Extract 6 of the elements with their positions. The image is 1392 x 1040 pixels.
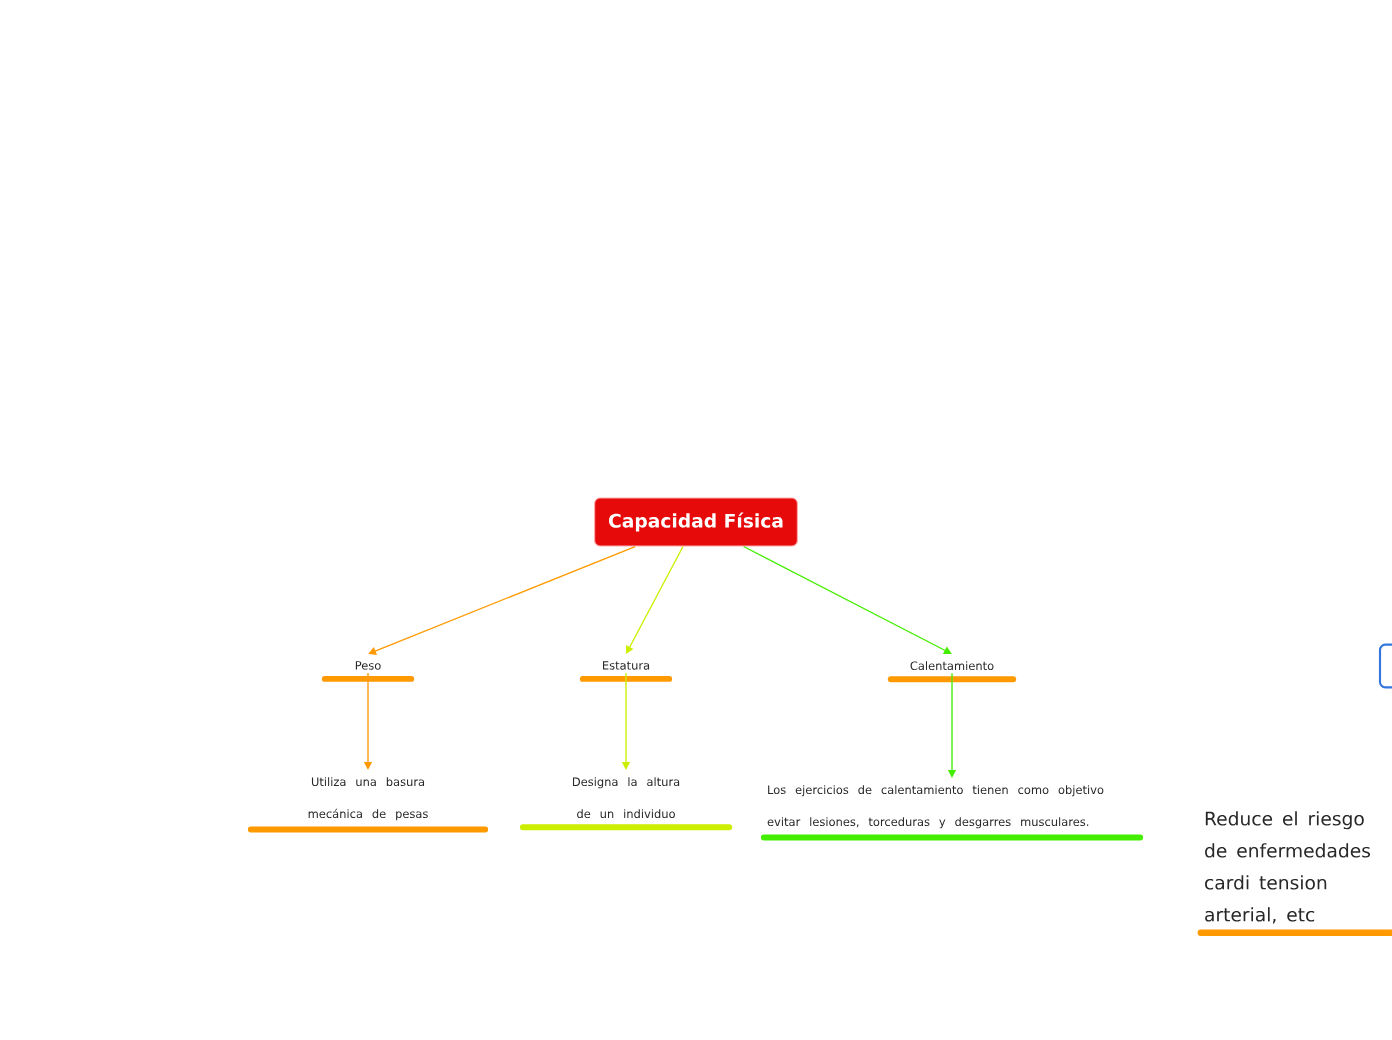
arrow xyxy=(626,545,684,654)
topic-box: Capacidad Física xyxy=(594,497,798,547)
box xyxy=(1378,643,1392,689)
arrow xyxy=(742,545,952,655)
arrow xyxy=(368,545,636,655)
description-text: Reduce el riesgo de enfermedades cardi tension arterial, etc xyxy=(1197,811,1392,936)
